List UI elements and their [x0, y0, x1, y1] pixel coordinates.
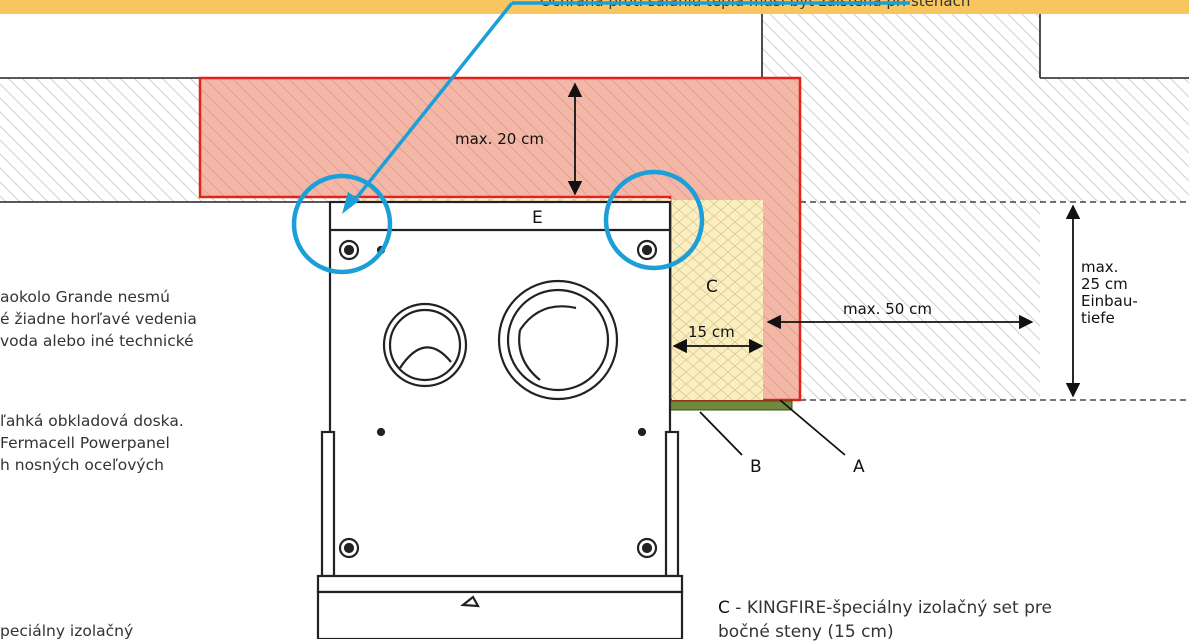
letter-b: B [750, 457, 762, 477]
label-side-insulation: 15 cm [688, 323, 735, 341]
letter-a: A [853, 457, 865, 477]
label-install-depth-3: Einbau- [1081, 292, 1138, 310]
label-install-depth-4: tiefe [1081, 309, 1115, 327]
text-block-3: peciálny izolačný [0, 622, 134, 640]
side-insulation [672, 200, 763, 400]
legend-c-text-1: - KINGFIRE-špeciálny izolačný set pre [729, 598, 1052, 618]
text-block-1: aokolo Grande nesmú é žiadne horľavé ved… [0, 288, 197, 350]
highlight-markers [291, 1, 910, 275]
legend-c-text-2: bočné steny (15 cm) [718, 622, 894, 642]
label-side-depth: max. 50 cm [843, 300, 932, 318]
stove-body [316, 200, 684, 639]
letter-c: C [706, 277, 718, 297]
label-install-depth-2: 25 cm [1081, 275, 1128, 293]
legend-c-letter: C [718, 598, 730, 618]
legend-c: C - KINGFIRE-špeciálny izolačný set pre … [718, 596, 1052, 644]
cover-board [667, 400, 793, 411]
banner-text: Ochrana proti sálaniu tepla musí byť zai… [540, 0, 971, 10]
letter-e: E [532, 208, 543, 228]
label-top-depth: max. 20 cm [455, 130, 544, 148]
label-install-depth-1: max. [1081, 258, 1118, 276]
text-block-2: ľahká obkladová doska. Fermacell Powerpa… [0, 412, 184, 474]
dimension-lines [567, 82, 1081, 456]
